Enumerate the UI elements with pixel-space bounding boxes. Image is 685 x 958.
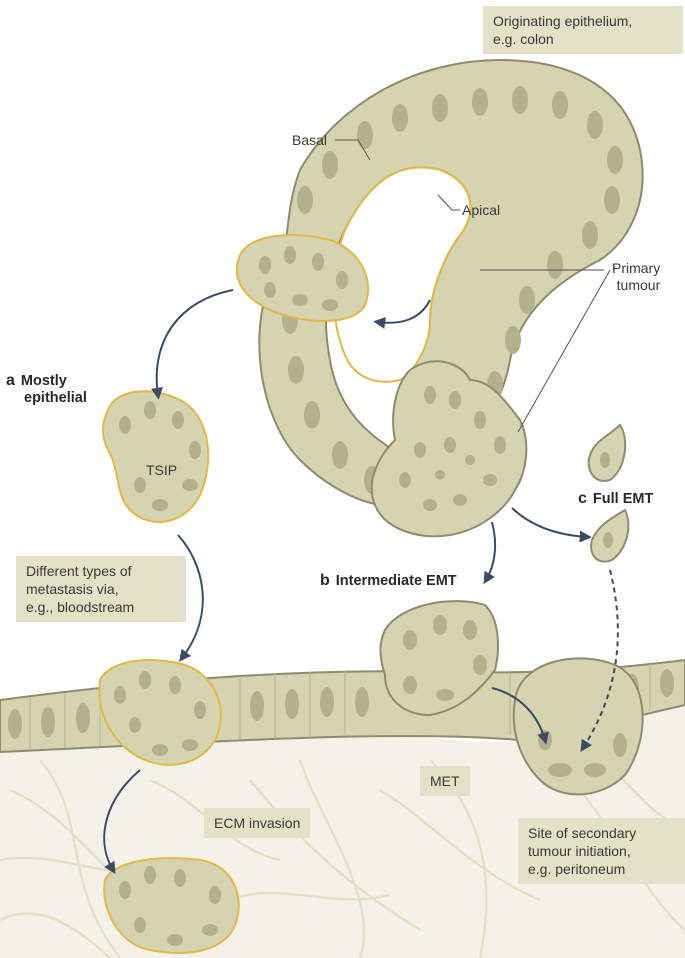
- panel-a-line2: epithelial: [24, 390, 87, 406]
- panel-b-text: Intermediate EMT: [335, 573, 457, 589]
- arrows: [103, 289, 619, 875]
- mesenchymal-cell-1: [587, 423, 627, 482]
- arrow-to-full-emt: [511, 507, 592, 543]
- mesenchymal-cell-2: [590, 508, 630, 563]
- callout-ecm-invasion: ECM invasion: [204, 808, 311, 838]
- panel-c-label: c Full EMT: [578, 490, 653, 508]
- secondary-tumour: [512, 657, 644, 796]
- label-apical: Apical: [462, 202, 501, 218]
- arrow-tsip-to-transit: [177, 534, 204, 662]
- callout-metastasis: Different types of metastasis via, e.g.,…: [16, 556, 186, 622]
- panel-c-text: Full EMT: [592, 491, 654, 507]
- panel-a-line1: Mostly: [20, 373, 67, 389]
- colon-epithelium: [258, 58, 644, 507]
- callout-metastasis-line2: metastasis via,: [26, 581, 119, 597]
- callout-site-line1: Site of secondary: [528, 825, 637, 841]
- callout-site-line2: tumour initiation,: [528, 843, 631, 859]
- callout-site-line3: e.g. peritoneum: [528, 861, 626, 877]
- leader-lines: [335, 139, 611, 433]
- arrow-to-ecm: [103, 769, 141, 875]
- label-primary-line1: Primary: [612, 260, 661, 276]
- callout-metastasis-line1: Different types of: [26, 563, 132, 579]
- callout-metastasis-line3: e.g., bloodstream: [26, 599, 135, 615]
- callout-originating-line2: e.g. colon: [493, 31, 554, 47]
- arrow-to-intermediate: [483, 521, 497, 585]
- callout-site-secondary: Site of secondary tumour initiation, e.g…: [518, 818, 685, 884]
- arrow-to-tsip: [151, 289, 234, 400]
- callout-met-text: MET: [430, 773, 460, 789]
- intermediate-emt-cluster: [379, 600, 499, 717]
- label-primary-line2: tumour: [616, 277, 661, 293]
- tsip-origin-cluster: [235, 234, 370, 323]
- callout-originating-epithelium: Originating epithelium, e.g. colon: [483, 6, 683, 54]
- callout-ecm-text: ECM invasion: [214, 815, 301, 831]
- arrow-full-emt-to-met: [580, 569, 619, 753]
- arrow-intermediate-to-met: [491, 687, 549, 745]
- callout-met: MET: [420, 766, 470, 796]
- label-tsip: TSIP: [146, 462, 178, 478]
- callout-originating-line1: Originating epithelium,: [493, 13, 633, 29]
- arrow-reenter-lumen: [373, 299, 431, 329]
- tsip-cluster: [102, 390, 210, 523]
- primary-tumour: [370, 360, 528, 538]
- tsip-ecm-cluster: [103, 857, 240, 954]
- panel-c-letter: c: [578, 490, 587, 507]
- panel-a-label: a Mostly epithelial: [6, 372, 87, 407]
- label-primary-tumour: Primary tumour: [612, 260, 660, 294]
- tsip-attaching-cluster: [98, 659, 222, 766]
- label-basal: Basal: [292, 132, 328, 148]
- panel-a-letter: a: [6, 372, 15, 389]
- panel-b-label: b Intermediate EMT: [320, 572, 457, 590]
- panel-b-letter: b: [320, 572, 330, 589]
